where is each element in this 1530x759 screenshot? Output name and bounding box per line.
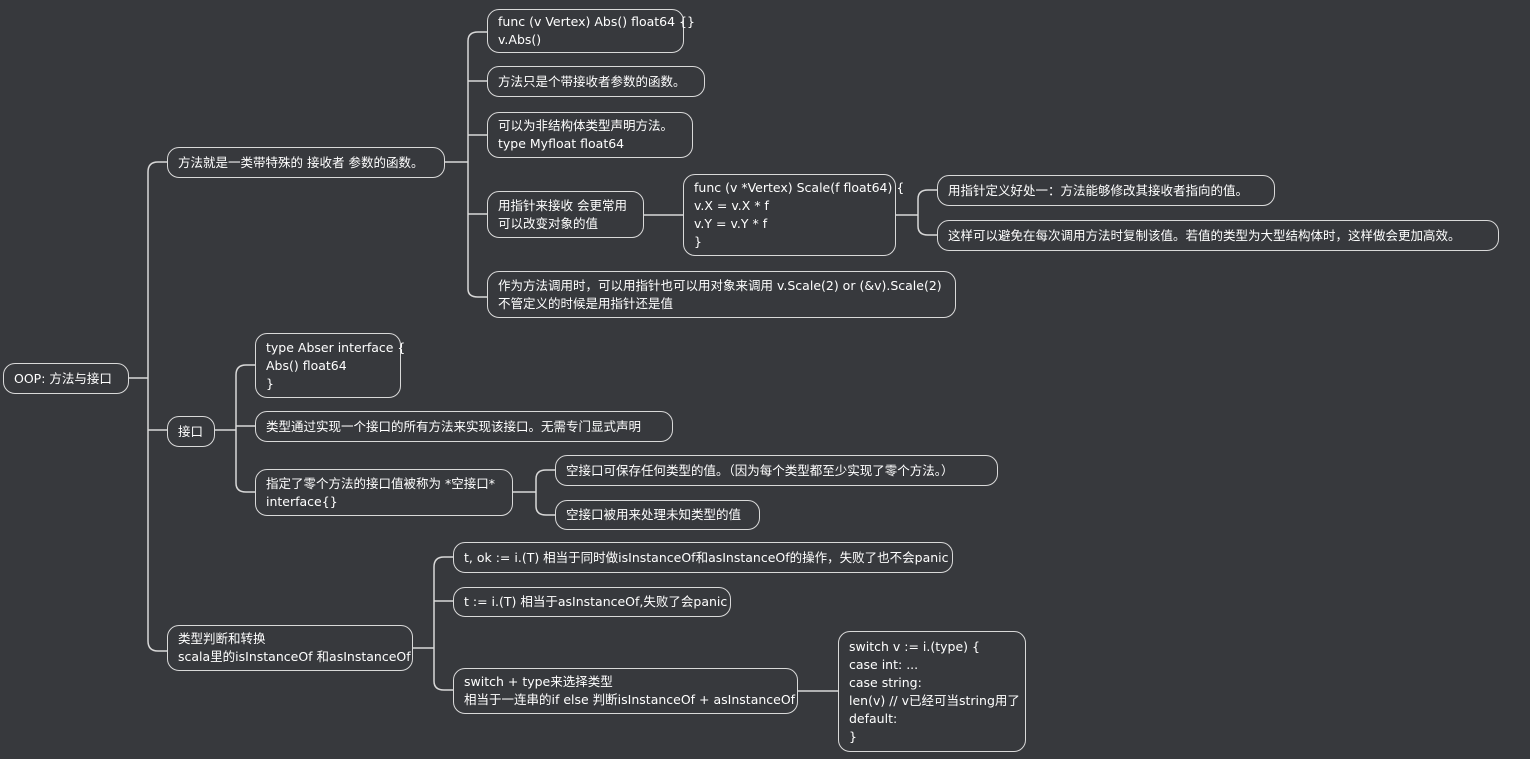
topic-pointer-receiver[interactable]: 用指针来接收 会更常用 可以改变对象的值: [487, 191, 644, 238]
text-line: 可以改变对象的值: [498, 215, 599, 231]
code-line: v.X = v.X * f: [694, 198, 769, 213]
code-line: type Abser interface {: [266, 339, 406, 355]
text-line: 相当于一连串的if else 判断isInstanceOf + asInstan…: [464, 692, 796, 707]
code-line: len(v) // v已经可当string用了: [849, 692, 1020, 708]
topic-switch-code[interactable]: switch v := i.(type) { case int: ... cas…: [838, 631, 1026, 752]
topic-implicit-label: 类型通过实现一个接口的所有方法来实现该接口。无需专门显式声明: [266, 418, 642, 434]
code-line: }: [694, 234, 702, 249]
topic-ok-assert-label: t, ok := i.(T) 相当于同时做isInstanceOf和asInst…: [464, 549, 949, 565]
topic-interface-code[interactable]: type Abser interface { Abs() float64 }: [255, 333, 406, 398]
code-line: v.Y = v.Y * f: [694, 216, 768, 231]
code-line: switch v := i.(type) {: [849, 638, 980, 654]
topic-pointer-benefit-2[interactable]: 这样可以避免在每次调用方法时复制该值。若值的类型为大型结构体时，这样做会更加高效…: [937, 220, 1499, 251]
code-line: default:: [849, 710, 898, 726]
code-line: func (v Vertex) Abs() float64 {}: [498, 14, 695, 29]
text-line: 类型判断和转换: [178, 631, 266, 646]
topic-assert[interactable]: t := i.(T) 相当于asInstanceOf,失败了会panic: [453, 587, 731, 617]
code-line: func (v *Vertex) Scale(f float64) {: [694, 180, 905, 195]
text-line: 作为方法调用时，可以用指针也可以用对象来调用 v.Scale(2) or (&v…: [498, 277, 942, 293]
text-line: 不管定义的时候是用指针还是值: [498, 295, 674, 311]
topic-scale-code[interactable]: func (v *Vertex) Scale(f float64) { v.X …: [683, 174, 905, 256]
topic-interface-label: 接口: [178, 423, 204, 439]
code-line: case string:: [849, 674, 922, 690]
code-line: }: [849, 728, 857, 744]
text-line: switch + type来选择类型: [464, 674, 613, 689]
topic-empty-interface[interactable]: 指定了零个方法的接口值被称为 *空接口* interface{}: [255, 469, 513, 516]
topic-abs-example[interactable]: func (v Vertex) Abs() float64 {} v.Abs(): [487, 9, 695, 53]
topic-assert-label: t := i.(T) 相当于asInstanceOf,失败了会panic: [464, 594, 728, 609]
topic-implicit[interactable]: 类型通过实现一个接口的所有方法来实现该接口。无需专门显式声明: [255, 411, 673, 442]
topic-empty-unknown-label: 空接口被用来处理未知类型的值: [566, 507, 742, 522]
code-line: v.Abs(): [498, 32, 542, 47]
text-line: 可以为非结构体类型声明方法。: [498, 118, 674, 133]
text-line: interface{}: [266, 493, 338, 509]
topic-only-func-label: 方法只是个带接收者参数的函数。: [498, 73, 686, 89]
code-line: Abs() float64: [266, 357, 347, 373]
topic-call-note[interactable]: 作为方法调用时，可以用指针也可以用对象来调用 v.Scale(2) or (&v…: [487, 271, 956, 318]
topic-methods[interactable]: 方法就是一类带特殊的 接收者 参数的函数。: [167, 147, 445, 178]
code-line: case int: ...: [849, 656, 919, 672]
text-line: scala里的isInstanceOf 和asInstanceOf: [178, 649, 411, 664]
root-label: OOP: 方法与接口: [14, 370, 112, 386]
topic-empty-unknown[interactable]: 空接口被用来处理未知类型的值: [555, 500, 760, 530]
text-line: 指定了零个方法的接口值被称为 *空接口*: [266, 475, 495, 491]
topic-empty-any-label: 空接口可保存任何类型的值。（因为每个类型都至少实现了零个方法。）: [566, 462, 954, 478]
topic-only-func[interactable]: 方法只是个带接收者参数的函数。: [487, 66, 705, 97]
root-topic[interactable]: OOP: 方法与接口: [3, 363, 129, 394]
text-line: type Myfloat float64: [498, 136, 625, 151]
topic-pointer-benefit-2-label: 这样可以避免在每次调用方法时复制该值。若值的类型为大型结构体时，这样做会更加高效…: [948, 227, 1461, 243]
topic-ok-assert[interactable]: t, ok := i.(T) 相当于同时做isInstanceOf和asInst…: [453, 542, 953, 573]
topic-pointer-benefit-1[interactable]: 用指针定义好处一：方法能够修改其接收者指向的值。: [937, 175, 1275, 206]
topic-interface[interactable]: 接口: [167, 416, 215, 447]
topic-non-struct[interactable]: 可以为非结构体类型声明方法。 type Myfloat float64: [487, 112, 693, 158]
topic-methods-label: 方法就是一类带特殊的 接收者 参数的函数。: [178, 154, 424, 170]
topic-pointer-benefit-1-label: 用指针定义好处一：方法能够修改其接收者指向的值。: [948, 182, 1249, 198]
code-line: }: [266, 375, 274, 391]
topic-empty-any[interactable]: 空接口可保存任何类型的值。（因为每个类型都至少实现了零个方法。）: [555, 455, 998, 486]
text-line: 用指针来接收 会更常用: [498, 197, 627, 213]
topic-type-switch[interactable]: switch + type来选择类型 相当于一连串的if else 判断isIn…: [453, 668, 798, 714]
topic-typecheck[interactable]: 类型判断和转换 scala里的isInstanceOf 和asInstanceO…: [167, 625, 413, 671]
